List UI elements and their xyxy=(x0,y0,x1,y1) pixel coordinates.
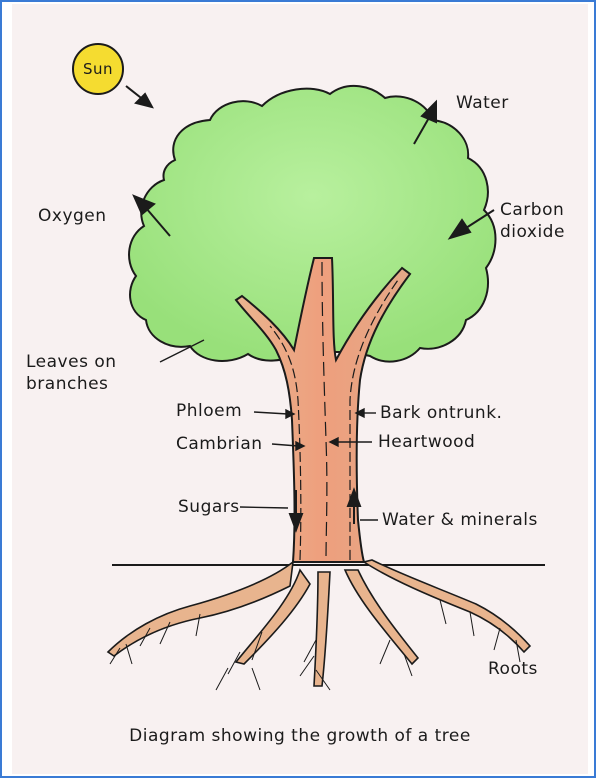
bark-label: Bark ontrunk. xyxy=(380,403,502,423)
water-label: Water xyxy=(456,93,509,113)
water-minerals-label: Water & minerals xyxy=(382,510,538,530)
carbon-label-line1: Carbon xyxy=(500,200,564,220)
oxygen-label: Oxygen xyxy=(38,206,107,226)
roots-label: Roots xyxy=(488,659,538,679)
diagram-caption: Diagram showing the growth of a tree xyxy=(129,726,471,746)
cambrian-label: Cambrian xyxy=(176,434,263,454)
leaves-label-line1: Leaves on xyxy=(26,352,117,372)
phloem-label: Phloem xyxy=(176,401,242,421)
heartwood-label: Heartwood xyxy=(378,432,475,452)
sugars-label: Sugars xyxy=(178,497,240,517)
sun-label: Sun xyxy=(83,60,113,78)
carbon-label-line2: dioxide xyxy=(500,222,565,242)
leaves-label-line2: branches xyxy=(26,374,108,394)
sun-icon: Sun xyxy=(73,44,123,94)
sugars-pointer xyxy=(240,507,288,508)
